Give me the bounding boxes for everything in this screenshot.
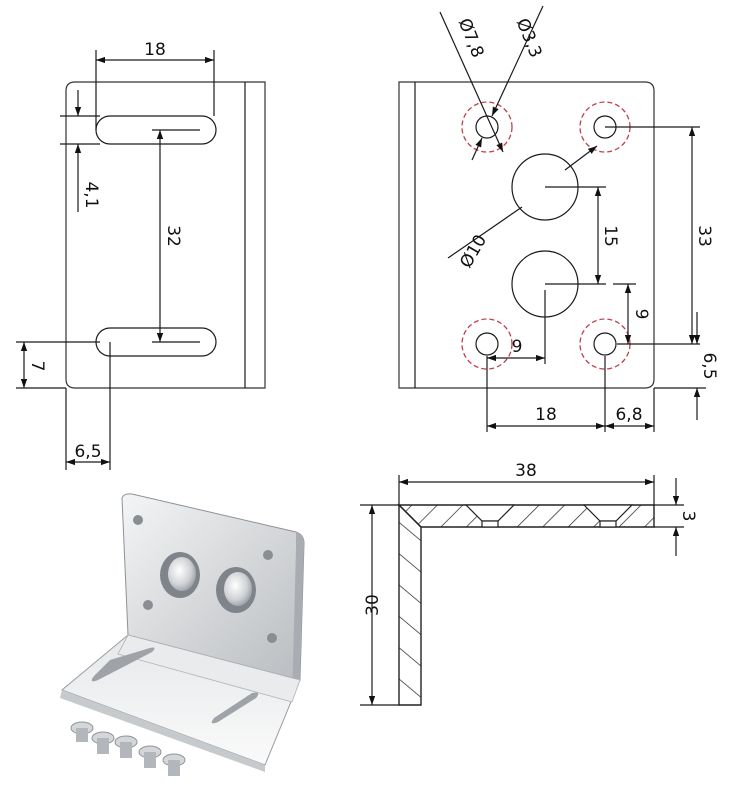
hole-plate-outline [398,81,655,389]
photo-slot-1 [91,647,155,682]
dim-slot-bottom-offset: 7 [27,361,47,372]
photo-mount-hole-1 [133,515,143,525]
dim-bracket-height: 30 [363,594,383,616]
section-view: 38 30 3 [360,461,698,706]
mount-hole-bottom-right [593,332,617,356]
photo-mount-hole-3 [143,600,153,610]
dim-slot-spacing: 32 [163,225,183,247]
dim-large-hole-offset-y: 9 [631,309,651,320]
section-vertical-leg [398,503,422,706]
dim-mount-hole-edge-offset: 6,8 [615,405,642,425]
dim-bracket-thickness: 3 [678,511,698,522]
dim-bracket-width: 38 [515,461,537,481]
dim-slot-width: 4,1 [81,181,101,208]
slot-plate-outline [65,81,266,389]
dim-mount-hole-bottom-offset: 6,5 [699,352,719,379]
photo-slot-2 [211,692,259,724]
dim-hole-diameter: Ø3,3 [512,16,546,61]
dim-mount-hole-vertical: 33 [694,225,714,247]
counterbore-bottom-left [461,318,513,370]
dim-large-hole-offset-x: 9 [512,337,523,357]
hole-view: Ø7,8 Ø3,3 Ø10 15 33 9 9 6,5 [398,5,719,432]
counterbore-top-left [461,101,513,153]
dim-mount-hole-spacing: 18 [535,405,557,425]
photo-mount-hole-2 [263,550,273,560]
dim-slot-length: 18 [144,40,166,60]
photo-mount-hole-4 [267,633,277,643]
photo-screws [70,721,186,776]
dim-slot-side-offset: 6,5 [74,442,101,462]
dim-large-hole-spacing: 15 [600,225,620,247]
bracket-photo [60,493,305,776]
slot-view: 18 4,1 32 7 6,5 [16,40,266,470]
